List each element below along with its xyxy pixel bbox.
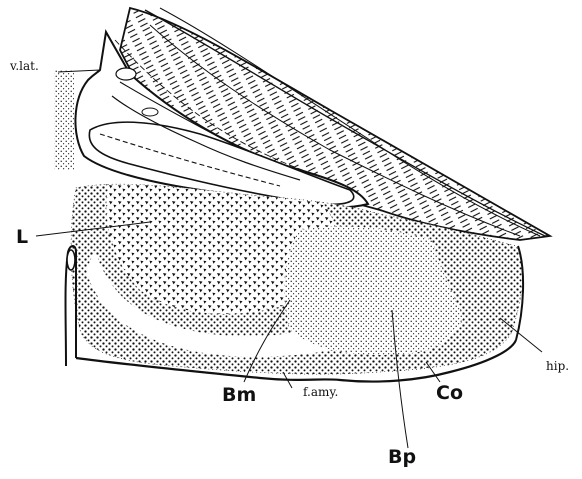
label-Co: Co bbox=[436, 384, 463, 403]
label-L: L bbox=[16, 228, 28, 247]
label-v-lat: v.lat. bbox=[10, 60, 39, 72]
ventricle-stipple bbox=[54, 70, 74, 170]
label-Bm: Bm bbox=[222, 386, 256, 405]
label-Bp: Bp bbox=[388, 448, 416, 467]
label-hip: hip. bbox=[546, 360, 569, 372]
label-f-amy: f.amy. bbox=[303, 386, 338, 398]
